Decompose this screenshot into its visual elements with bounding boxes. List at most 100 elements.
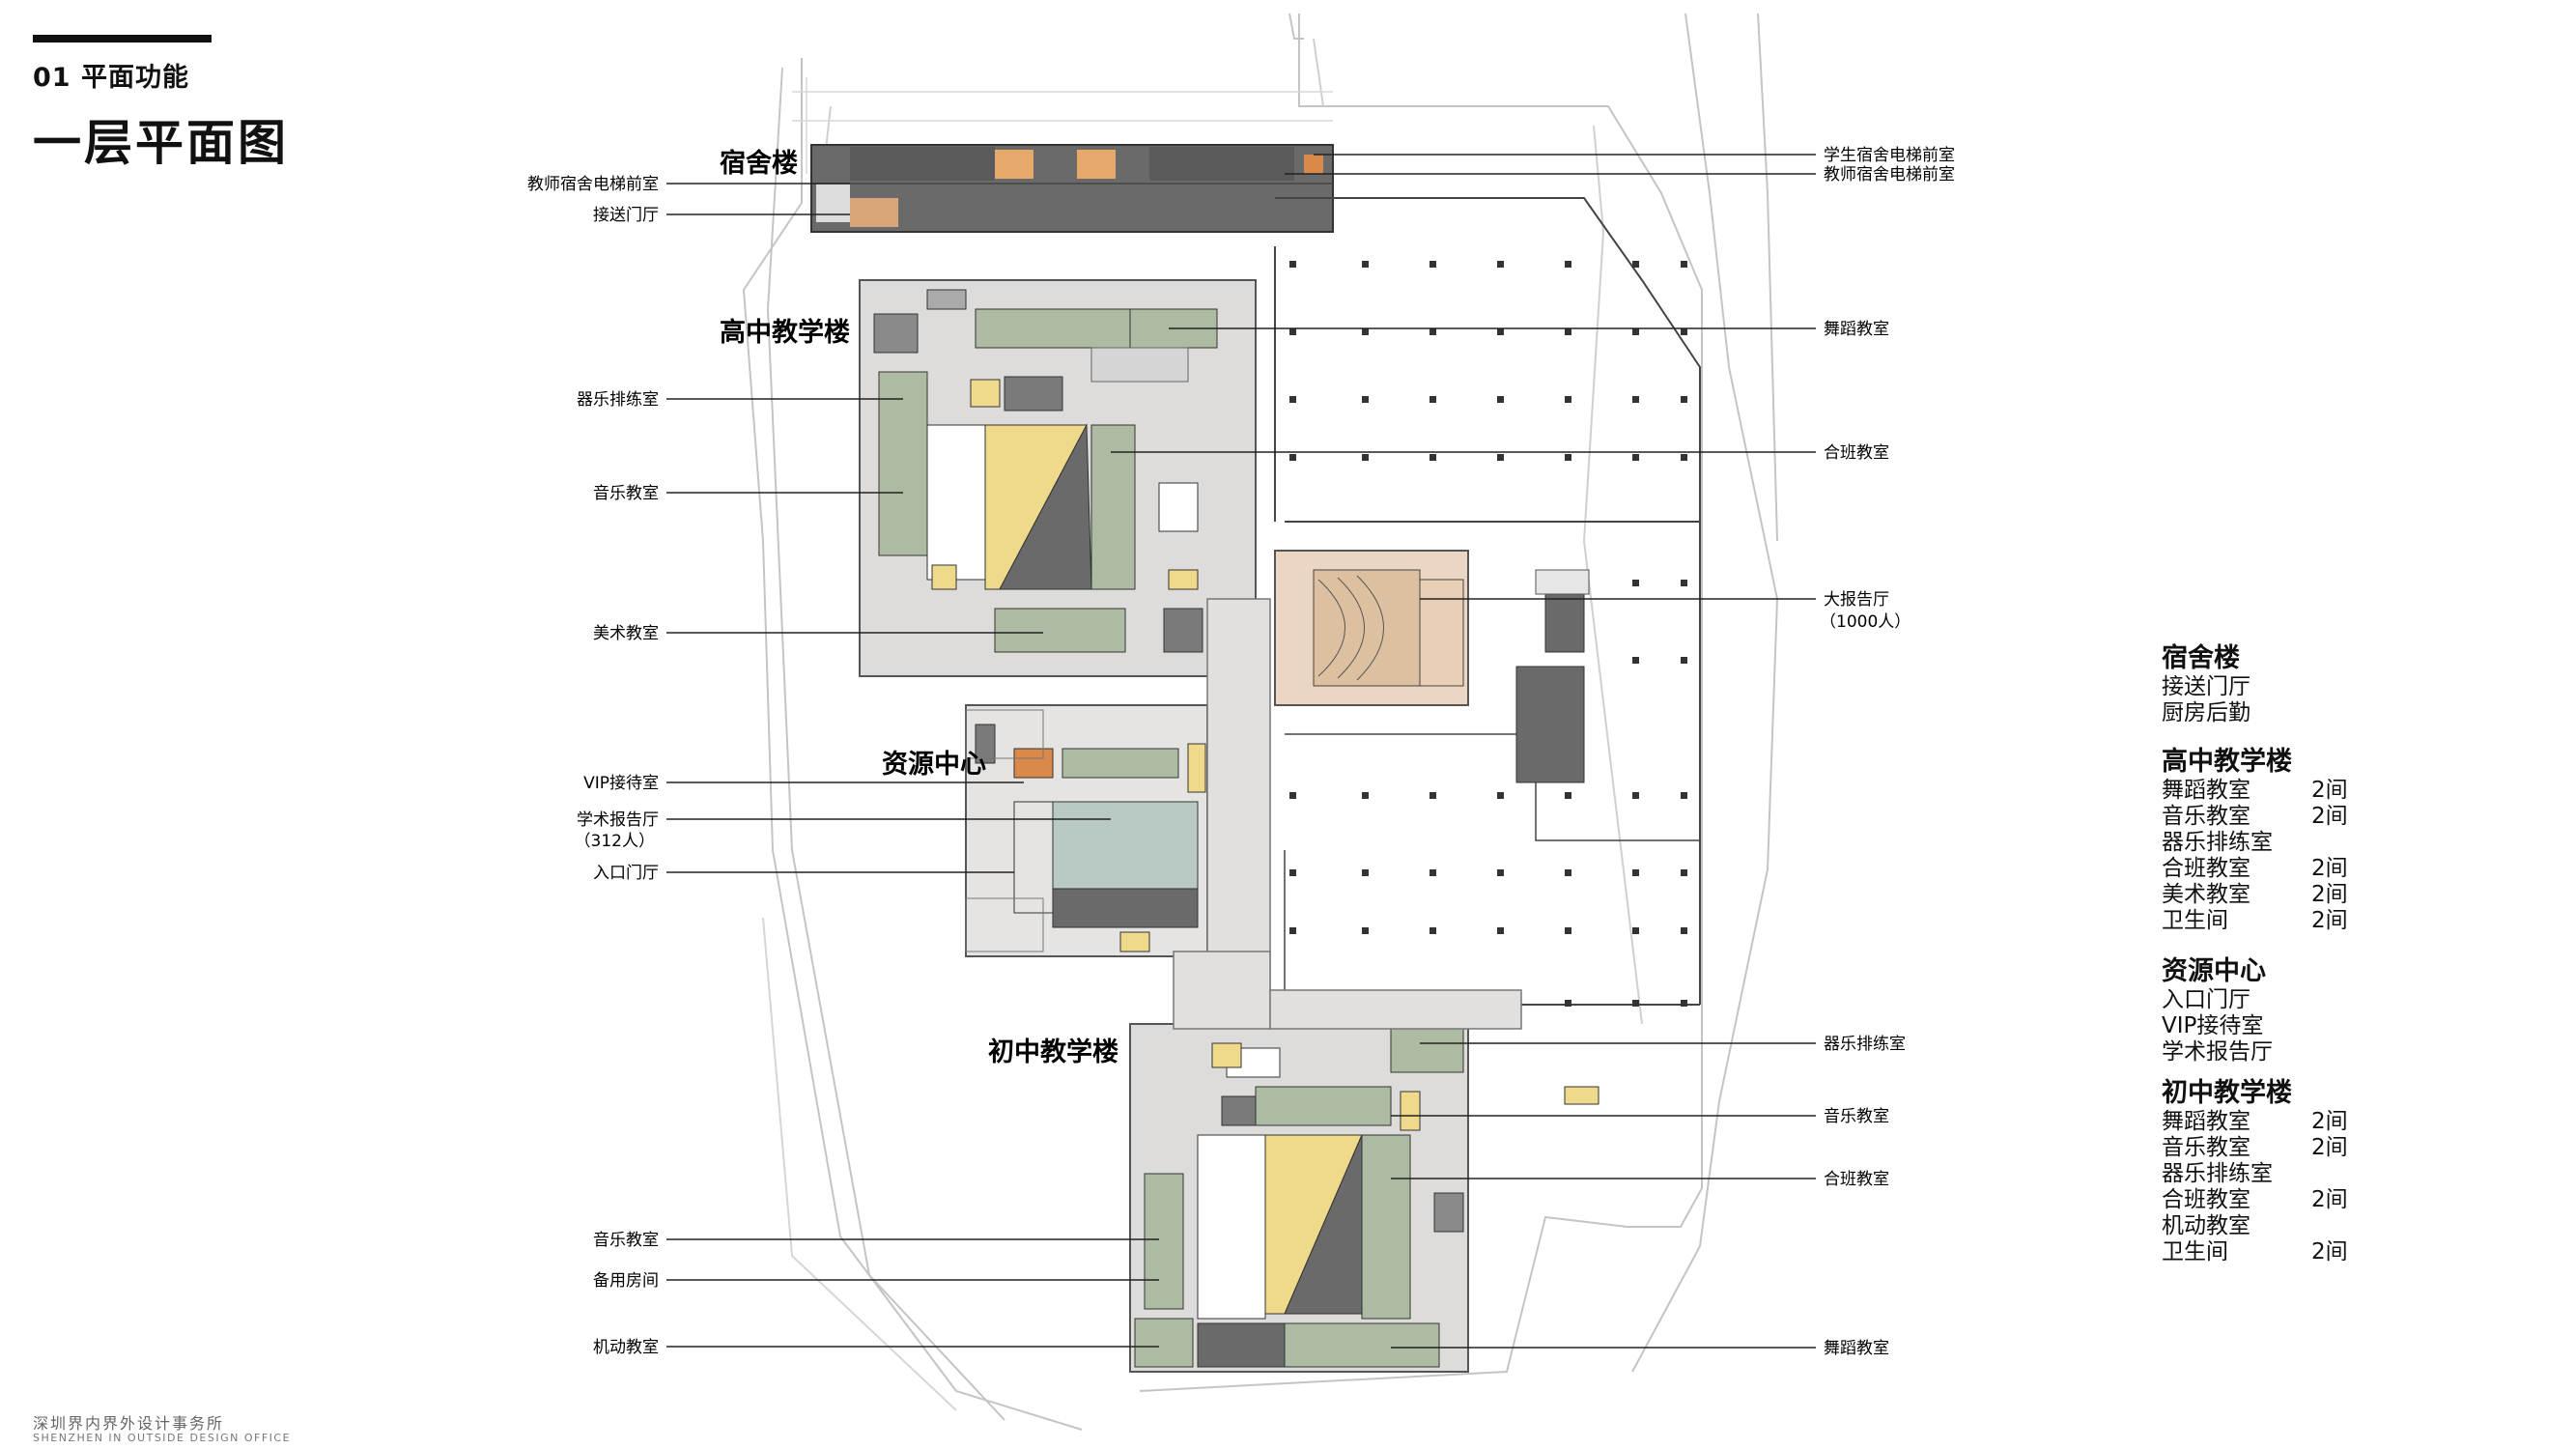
structural-column <box>1565 454 1571 461</box>
structural-column <box>1362 869 1369 876</box>
label-dormitory: 宿舍楼 <box>720 148 798 179</box>
callout-dance-room: 舞蹈教室 <box>1824 320 1889 339</box>
page-title: 一层平面图 <box>33 115 289 171</box>
section-title: 01 平面功能 <box>33 63 189 93</box>
callout-dance-room-junior: 舞蹈教室 <box>1824 1339 1889 1358</box>
structural-column <box>1497 792 1504 799</box>
callout-combined-classroom: 合班教室 <box>1824 443 1889 463</box>
structural-column <box>1497 396 1504 403</box>
structural-column <box>1497 261 1504 268</box>
callout-academic-hall: 学术报告厅 <box>577 810 659 830</box>
callout-combined-classroom-junior: 合班教室 <box>1824 1170 1889 1189</box>
callout-entrance-hall: 入口门厅 <box>593 864 659 883</box>
leader-lines-left <box>666 183 1159 1348</box>
legend-resource-center: 资源中心 入口门厅 VIP接待室 学术报告厅 <box>2162 958 2311 1065</box>
structural-column <box>1632 927 1639 934</box>
legend-item: 入口门厅 <box>2162 987 2250 1012</box>
structural-column <box>1289 328 1296 335</box>
legend-item: 厨房后勤 <box>2162 700 2250 725</box>
access-road <box>792 77 1333 174</box>
callout-teacher-elevator-lobby-right: 教师宿舍电梯前室 <box>1824 165 1955 185</box>
structural-column <box>1565 869 1571 876</box>
structural-column <box>1565 328 1571 335</box>
structural-column <box>1632 1000 1639 1007</box>
structural-column <box>1681 792 1687 799</box>
dormitory-building <box>810 144 1334 233</box>
callout-teacher-elevator-lobby: 教师宿舍电梯前室 <box>527 175 659 194</box>
legend-item: 接送门厅 <box>2162 674 2250 699</box>
callout-music-room-junior: 音乐教室 <box>593 1231 659 1250</box>
leader-lines-right <box>1111 154 1816 1349</box>
structural-column <box>1565 261 1571 268</box>
structural-column <box>1565 927 1571 934</box>
structural-column <box>1681 1000 1687 1007</box>
callout-dropoff-hall: 接送门厅 <box>593 206 659 225</box>
legend-item: 学术报告厅 <box>2162 1039 2273 1065</box>
callout-vip-room: VIP接待室 <box>583 774 659 793</box>
label-resource-center: 资源中心 <box>882 750 986 780</box>
callout-flex-room: 机动教室 <box>593 1338 659 1357</box>
structural-column <box>1681 454 1687 461</box>
structural-column <box>1289 869 1296 876</box>
structural-column <box>1497 454 1504 461</box>
callouts-right: 学生宿舍电梯前室 教师宿舍电梯前室 舞蹈教室 合班教室 大报告厅 （1000人）… <box>1820 146 1955 1358</box>
structural-column <box>1681 927 1687 934</box>
office-name-en: SHENZHEN IN OUTSIDE DESIGN OFFICE <box>33 1432 292 1444</box>
structural-column <box>1681 328 1687 335</box>
legend-heading: 高中教学楼 <box>2162 747 2292 777</box>
structural-column <box>1430 261 1436 268</box>
structural-column <box>1632 261 1639 268</box>
legend-heading: 资源中心 <box>2162 956 2266 986</box>
structural-column <box>1632 328 1639 335</box>
office-name-cn: 深圳界内界外设计事务所 <box>33 1414 225 1433</box>
legend-item: VIP接待室 <box>2162 1013 2264 1038</box>
structural-column <box>1681 261 1687 268</box>
header-bar <box>33 35 212 43</box>
callout-music-room-right: 音乐教室 <box>1824 1107 1889 1126</box>
junior-high-building <box>1129 1023 1469 1373</box>
legend-heading: 初中教学楼 <box>2162 1078 2292 1108</box>
structural-column <box>1632 792 1639 799</box>
structural-column <box>1565 396 1571 403</box>
structural-column <box>1632 580 1639 586</box>
structural-column <box>1430 454 1436 461</box>
legend-heading: 宿舍楼 <box>2162 643 2240 673</box>
callout-academic-hall-capacity: （312人） <box>575 832 655 851</box>
legend-item: 机动教室 <box>2162 1213 2250 1238</box>
structural-column <box>1632 657 1639 664</box>
callout-instrument-room-junior: 器乐排练室 <box>1824 1035 1906 1054</box>
structural-column <box>1430 927 1436 934</box>
structural-column <box>1430 328 1436 335</box>
stairs <box>1211 1042 1599 1105</box>
callout-music-room: 音乐教室 <box>593 484 659 503</box>
senior-high-building <box>859 279 1257 677</box>
structural-column <box>1289 454 1296 461</box>
label-senior-high: 高中教学楼 <box>720 317 850 348</box>
structural-column <box>1497 869 1504 876</box>
structural-column <box>1289 792 1296 799</box>
callout-art-room: 美术教室 <box>593 624 659 643</box>
circulation-corridor <box>1173 598 1522 1030</box>
structural-column <box>1681 869 1687 876</box>
structural-column <box>1681 580 1687 586</box>
main-auditorium <box>1274 550 1590 783</box>
legend-item: 器乐排练室 <box>2162 830 2273 855</box>
structural-column <box>1497 328 1504 335</box>
structural-column <box>1289 261 1296 268</box>
structural-column <box>1289 927 1296 934</box>
legend-item: 器乐排练室 <box>2162 1161 2273 1186</box>
callout-main-auditorium-capacity: （1000人） <box>1820 612 1911 632</box>
structural-column <box>1497 927 1504 934</box>
structural-column <box>1632 454 1639 461</box>
callout-main-auditorium: 大报告厅 <box>1824 590 1889 610</box>
structural-column <box>1362 792 1369 799</box>
